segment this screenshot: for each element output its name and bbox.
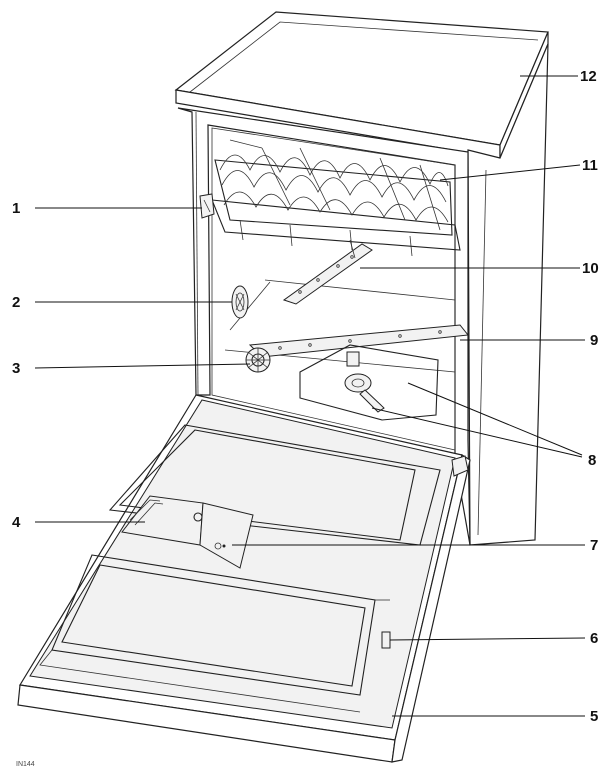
callout-2: 2 [12, 294, 20, 311]
callout-8: 8 [588, 452, 596, 469]
worktop [174, 11, 549, 159]
leader-3 [34, 363, 251, 369]
lower-spray-arm [245, 347, 271, 373]
callout-1: 1 [12, 200, 20, 217]
callout-7: 7 [590, 537, 598, 554]
callout-labels: 1 2 3 4 5 6 7 8 9 10 11 12 [12, 68, 599, 725]
tub-interior [211, 127, 456, 451]
callout-6: 6 [590, 630, 598, 647]
leader-8b [371, 407, 583, 458]
callout-10: 10 [582, 260, 599, 277]
rack-lever [199, 193, 215, 219]
callout-3: 3 [12, 360, 20, 377]
callout-4: 4 [12, 514, 21, 531]
figure-code: IN144 [16, 761, 35, 768]
rinse-aid-dispenser [199, 502, 254, 569]
callout-12: 12 [580, 68, 597, 85]
leader-lines [34, 75, 586, 717]
door-lock [381, 631, 391, 649]
door [17, 394, 471, 763]
leader-6 [389, 637, 586, 641]
leader-11 [439, 164, 581, 181]
cabinet-side [467, 43, 549, 546]
salt-container [231, 285, 249, 319]
filters [299, 344, 439, 421]
upper-spray-arm [282, 239, 373, 305]
leader-8a [407, 382, 583, 456]
callout-9: 9 [590, 332, 598, 349]
callout-5: 5 [590, 708, 598, 725]
upper-basket [211, 139, 461, 257]
door-hinge [451, 455, 469, 477]
callout-11: 11 [582, 157, 598, 174]
